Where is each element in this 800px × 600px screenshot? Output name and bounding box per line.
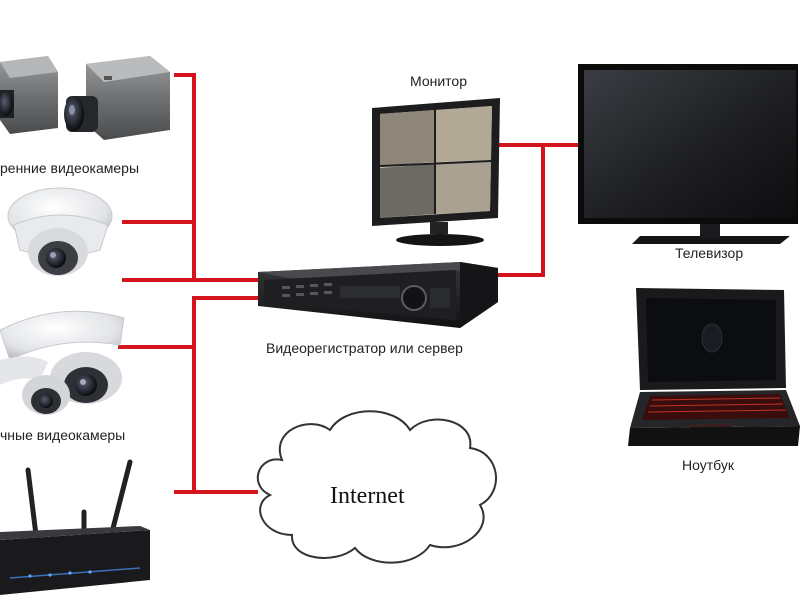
internet-label: Internet	[330, 483, 405, 509]
monitor-label: Монитор	[410, 73, 467, 89]
laptop-label: Ноутбук	[682, 457, 734, 473]
dome-camera-icon	[7, 187, 113, 276]
dome-cameras-label: чные видеокамеры	[0, 427, 126, 443]
box-camera-icon	[0, 56, 58, 134]
dvr-label: Видеорегистратор или сервер	[266, 340, 463, 356]
box-camera-icon	[64, 56, 170, 140]
tv-icon	[578, 64, 798, 244]
connection-lines	[118, 73, 580, 494]
monitor-icon	[372, 98, 500, 246]
internet-cloud-icon	[257, 410, 497, 564]
dvr-icon	[258, 262, 498, 328]
laptop-icon	[628, 288, 800, 446]
indoor-cameras-label: ренние видеокамеры	[0, 160, 140, 176]
tv-label: Телевизор	[675, 245, 744, 261]
dome-camera-icon	[0, 310, 125, 415]
router-icon	[0, 459, 150, 595]
